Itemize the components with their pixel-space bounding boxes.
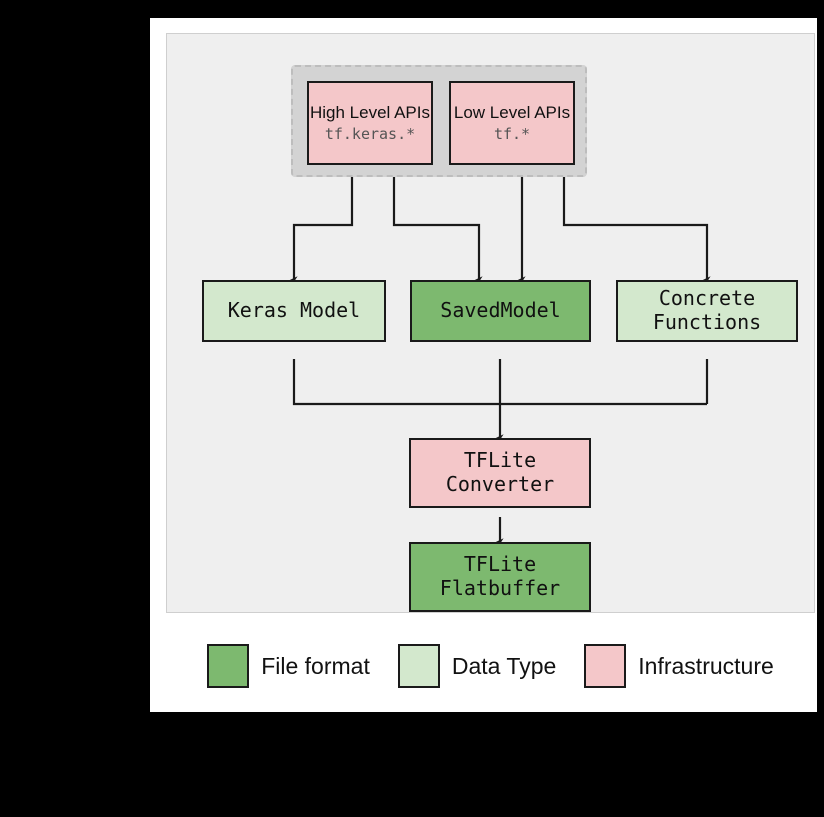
- node-tflite-converter[interactable]: TFLite Converter: [409, 438, 591, 508]
- node-tflite-flatbuffer[interactable]: TFLite Flatbuffer: [409, 542, 591, 612]
- node-line: Converter: [445, 472, 555, 496]
- node-subtitle: tf.keras.*: [324, 124, 416, 143]
- node-subtitle: tf.*: [493, 124, 531, 143]
- node-line: Functions: [652, 310, 762, 334]
- node-label: Keras Model: [228, 299, 360, 323]
- node-label: TFLite Converter: [446, 449, 554, 496]
- diagram-panel: High Level APIs tf.keras.* Low Level API…: [166, 33, 815, 613]
- node-keras-model[interactable]: Keras Model: [202, 280, 386, 342]
- node-label: Concrete Functions: [653, 287, 761, 334]
- legend-item-file-format: File format: [207, 644, 370, 688]
- node-saved-model[interactable]: SavedModel: [410, 280, 591, 342]
- legend-item-infrastructure: Infrastructure: [584, 644, 774, 688]
- node-line: Concrete: [658, 286, 756, 311]
- node-low-level-apis[interactable]: Low Level APIs tf.*: [449, 81, 575, 165]
- legend-item-data-type: Data Type: [397, 644, 557, 688]
- legend: File format Data Type Infrastructure: [166, 630, 815, 702]
- node-title: Low Level APIs: [453, 102, 571, 122]
- node-line: Keras Model: [227, 298, 361, 323]
- node-line: SavedModel: [440, 298, 561, 323]
- node-line: Flatbuffer: [439, 576, 561, 600]
- legend-label: File format: [261, 652, 370, 679]
- node-line: TFLite: [463, 448, 537, 473]
- legend-label: Infrastructure: [638, 652, 774, 679]
- node-high-level-apis[interactable]: High Level APIs tf.keras.*: [307, 81, 433, 165]
- legend-swatch-file-format: [207, 644, 250, 688]
- node-label: SavedModel: [440, 299, 560, 323]
- legend-label: Data Type: [451, 652, 557, 679]
- legend-swatch-infrastructure: [584, 644, 627, 688]
- node-label: TFLite Flatbuffer: [440, 553, 560, 600]
- node-concrete-functions[interactable]: Concrete Functions: [616, 280, 798, 342]
- api-layer-group: High Level APIs tf.keras.* Low Level API…: [291, 65, 587, 177]
- legend-swatch-data-type: [397, 644, 440, 688]
- node-line: TFLite: [463, 552, 537, 577]
- diagram-card: High Level APIs tf.keras.* Low Level API…: [150, 18, 817, 712]
- node-title: High Level APIs: [309, 102, 430, 122]
